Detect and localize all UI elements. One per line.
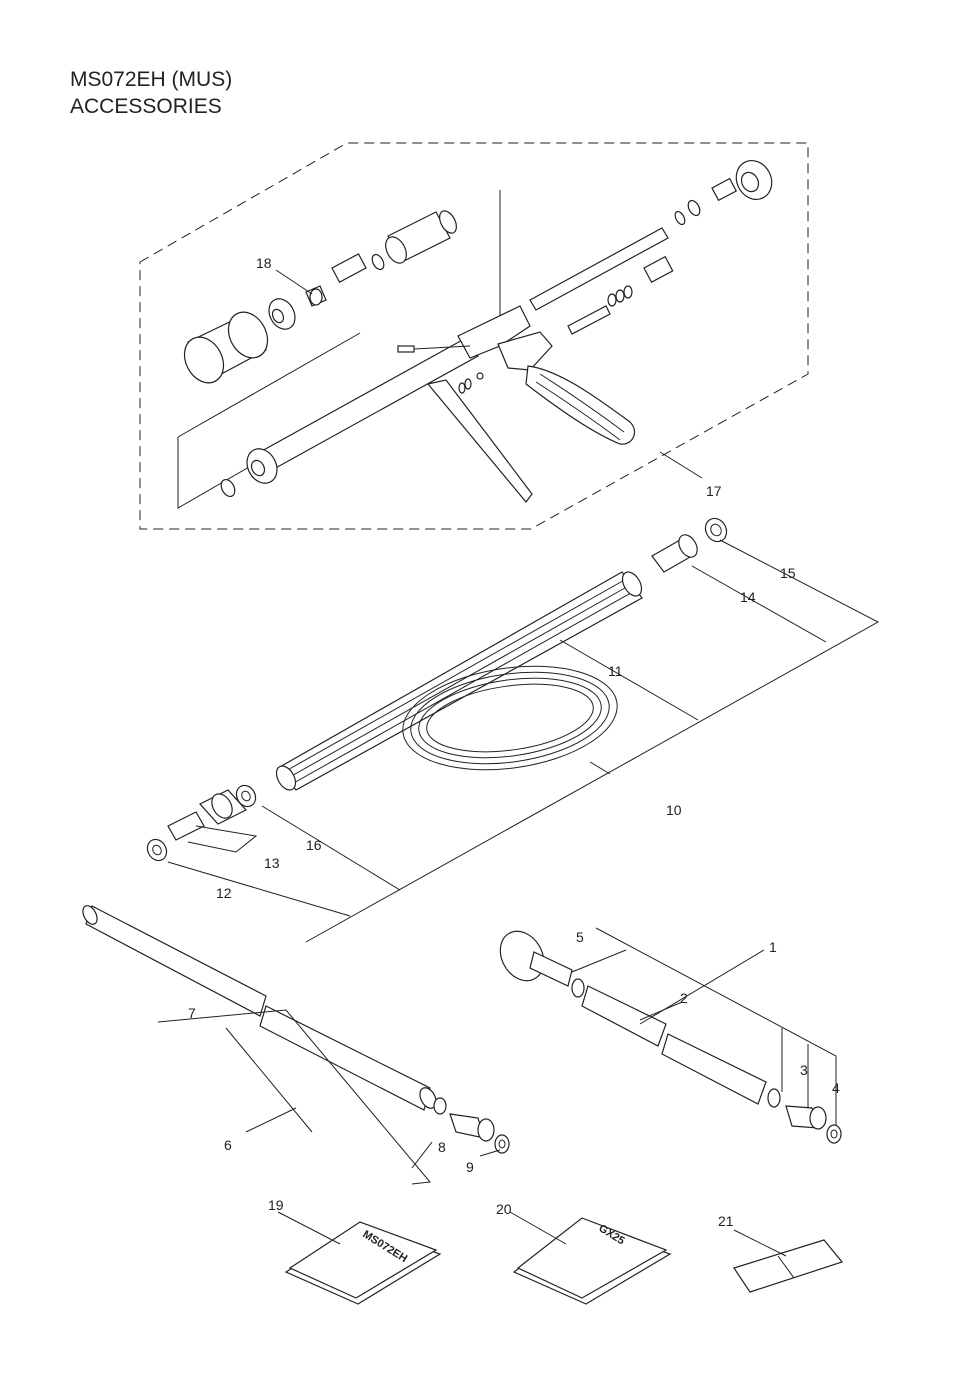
callout-2: 2 xyxy=(680,990,688,1006)
washer-12-icon xyxy=(146,838,168,862)
callout-4: 4 xyxy=(832,1080,840,1096)
callout-15: 15 xyxy=(780,565,796,581)
callout-19: 19 xyxy=(268,1197,284,1213)
washer-4-icon xyxy=(826,1124,842,1144)
callout-8: 8 xyxy=(438,1139,446,1155)
callout-7: 7 xyxy=(188,1005,196,1021)
nozzle-14-icon xyxy=(651,534,698,573)
gun-handle-icon xyxy=(397,305,635,503)
plunger-springs-icon xyxy=(567,255,674,335)
assembly-17-dashed-border xyxy=(139,142,809,530)
label-21-icon xyxy=(733,1229,844,1293)
fitting-icon xyxy=(331,253,385,283)
nut-icon xyxy=(268,298,296,330)
extension-tube-group xyxy=(82,905,510,1185)
page-title: MS072EH (MUS) ACCESSORIES xyxy=(70,66,232,120)
fitting-3-icon xyxy=(785,1105,827,1130)
suction-tube-11-icon xyxy=(275,571,643,791)
callout-13: 13 xyxy=(264,855,280,871)
callout-12: 12 xyxy=(216,885,232,901)
callout-10: 10 xyxy=(666,802,682,818)
callout-6: 6 xyxy=(224,1137,232,1153)
strainer-group xyxy=(499,927,842,1144)
washer-9-icon xyxy=(494,1134,510,1154)
strainer-5-icon xyxy=(499,930,573,987)
manual-19-icon: MS072EH xyxy=(277,1211,442,1305)
tank-cap-icon xyxy=(183,311,269,384)
quick-coupler-icon xyxy=(385,210,457,264)
spray-gun-assembly xyxy=(139,142,809,530)
tube-2-icon xyxy=(581,985,767,1105)
washer-16-icon xyxy=(235,784,257,808)
valve-18-icon xyxy=(305,285,327,307)
tube-hose-group xyxy=(146,517,880,943)
end-cap-icon xyxy=(674,160,773,226)
callout-9: 9 xyxy=(466,1159,474,1175)
callout-1: 1 xyxy=(769,939,777,955)
model-title: MS072EH (MUS) xyxy=(70,68,233,91)
manual-20-icon: GX25 xyxy=(509,1211,672,1305)
callout-5: 5 xyxy=(576,929,584,945)
callout-17: 17 xyxy=(706,483,722,499)
clamp-icon xyxy=(433,1097,447,1115)
section-title: ACCESSORIES xyxy=(70,95,222,118)
callout-3: 3 xyxy=(800,1062,808,1078)
callout-14: 14 xyxy=(740,589,756,605)
hose-10-icon xyxy=(402,665,618,771)
extension-tube-7-icon xyxy=(82,905,437,1111)
fitting-13-icon xyxy=(167,789,247,841)
inner-tube-icon xyxy=(529,227,669,311)
callout-18: 18 xyxy=(256,255,272,271)
callout-11: 11 xyxy=(608,663,623,679)
callout-21: 21 xyxy=(718,1213,734,1229)
fitting-8-icon xyxy=(449,1113,495,1142)
lance-tube-icon xyxy=(220,337,479,498)
callout-20: 20 xyxy=(496,1201,512,1217)
clip-icon xyxy=(571,978,585,998)
washer-15-icon xyxy=(704,517,728,543)
callout-16: 16 xyxy=(306,837,322,853)
